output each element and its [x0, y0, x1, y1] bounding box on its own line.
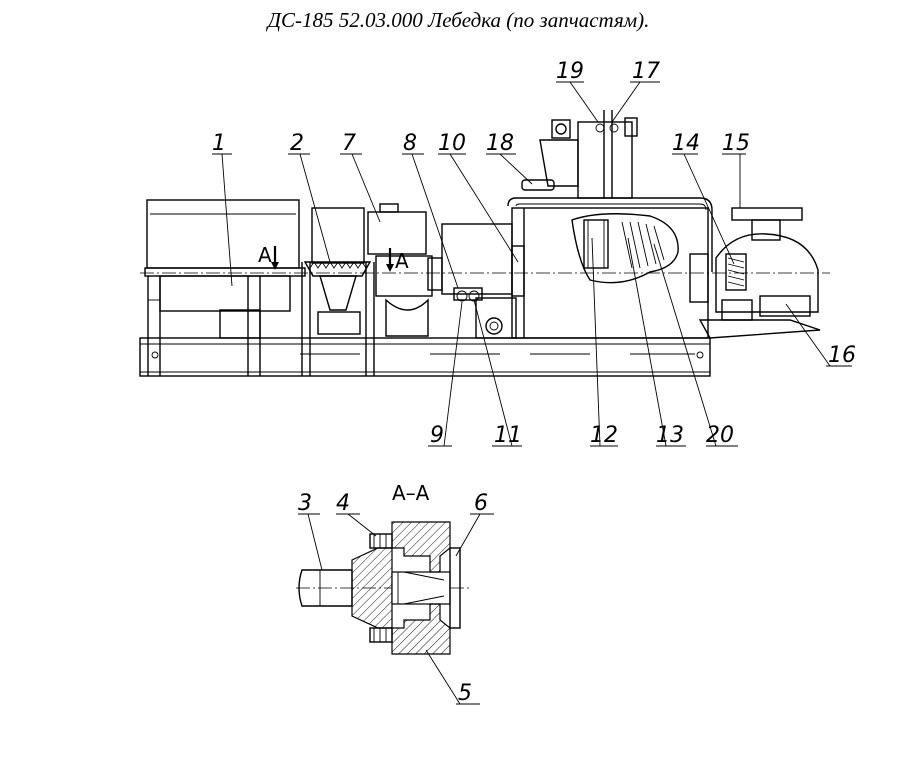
- callout-12: 12: [590, 423, 618, 448]
- callouts-main: 1 2 7 8 10 18 19 17 14 15 16 9 11 12 13 …: [212, 59, 856, 448]
- callout-20: 20: [706, 423, 734, 448]
- leaders-main: [212, 81, 852, 447]
- section-marker: А А: [258, 243, 409, 273]
- page-title: ДС-185 52.03.000 Лебедка (по запчастям).: [267, 8, 650, 32]
- callout-5: 5: [458, 681, 472, 706]
- callout-14: 14: [672, 131, 700, 156]
- callout-13: 13: [656, 423, 684, 448]
- section-marker-left: А: [258, 243, 272, 267]
- base-frame: [139, 337, 711, 377]
- callout-8: 8: [403, 131, 417, 156]
- section-view: А–А 3 4 6 5: [296, 481, 494, 706]
- callout-10: 10: [438, 131, 466, 156]
- callout-6: 6: [474, 491, 488, 516]
- callout-17: 17: [632, 59, 660, 84]
- section-marker-right: А: [395, 249, 409, 273]
- section-label: А–А: [392, 481, 430, 505]
- drum-housing: [507, 197, 713, 339]
- bolt-bottom: [369, 627, 393, 643]
- wheel-rim-bottom: [391, 603, 451, 655]
- callout-7: 7: [342, 131, 356, 156]
- shaft-end: [298, 569, 353, 607]
- main-view: А А 1 2 7 8: [139, 59, 856, 448]
- callout-3: 3: [298, 491, 312, 516]
- callout-16: 16: [828, 343, 856, 368]
- hub: [351, 547, 393, 629]
- gear-coupling: [301, 207, 375, 376]
- callout-19: 19: [556, 59, 584, 84]
- callout-1: 1: [212, 131, 226, 156]
- callout-18: 18: [486, 131, 514, 156]
- brake-unit: [367, 203, 433, 337]
- wheel-face: [449, 547, 461, 629]
- wheel-rim-top: [391, 521, 451, 573]
- callout-11: 11: [494, 423, 522, 448]
- end-unit: [698, 207, 821, 339]
- lever-block: [521, 110, 638, 199]
- bolt-top: [369, 533, 393, 549]
- motor-housing: [144, 199, 306, 376]
- callout-4: 4: [336, 491, 350, 516]
- callout-9: 9: [430, 423, 444, 448]
- callout-2: 2: [290, 131, 304, 156]
- shaft-assembly: [427, 223, 525, 339]
- callout-15: 15: [722, 131, 750, 156]
